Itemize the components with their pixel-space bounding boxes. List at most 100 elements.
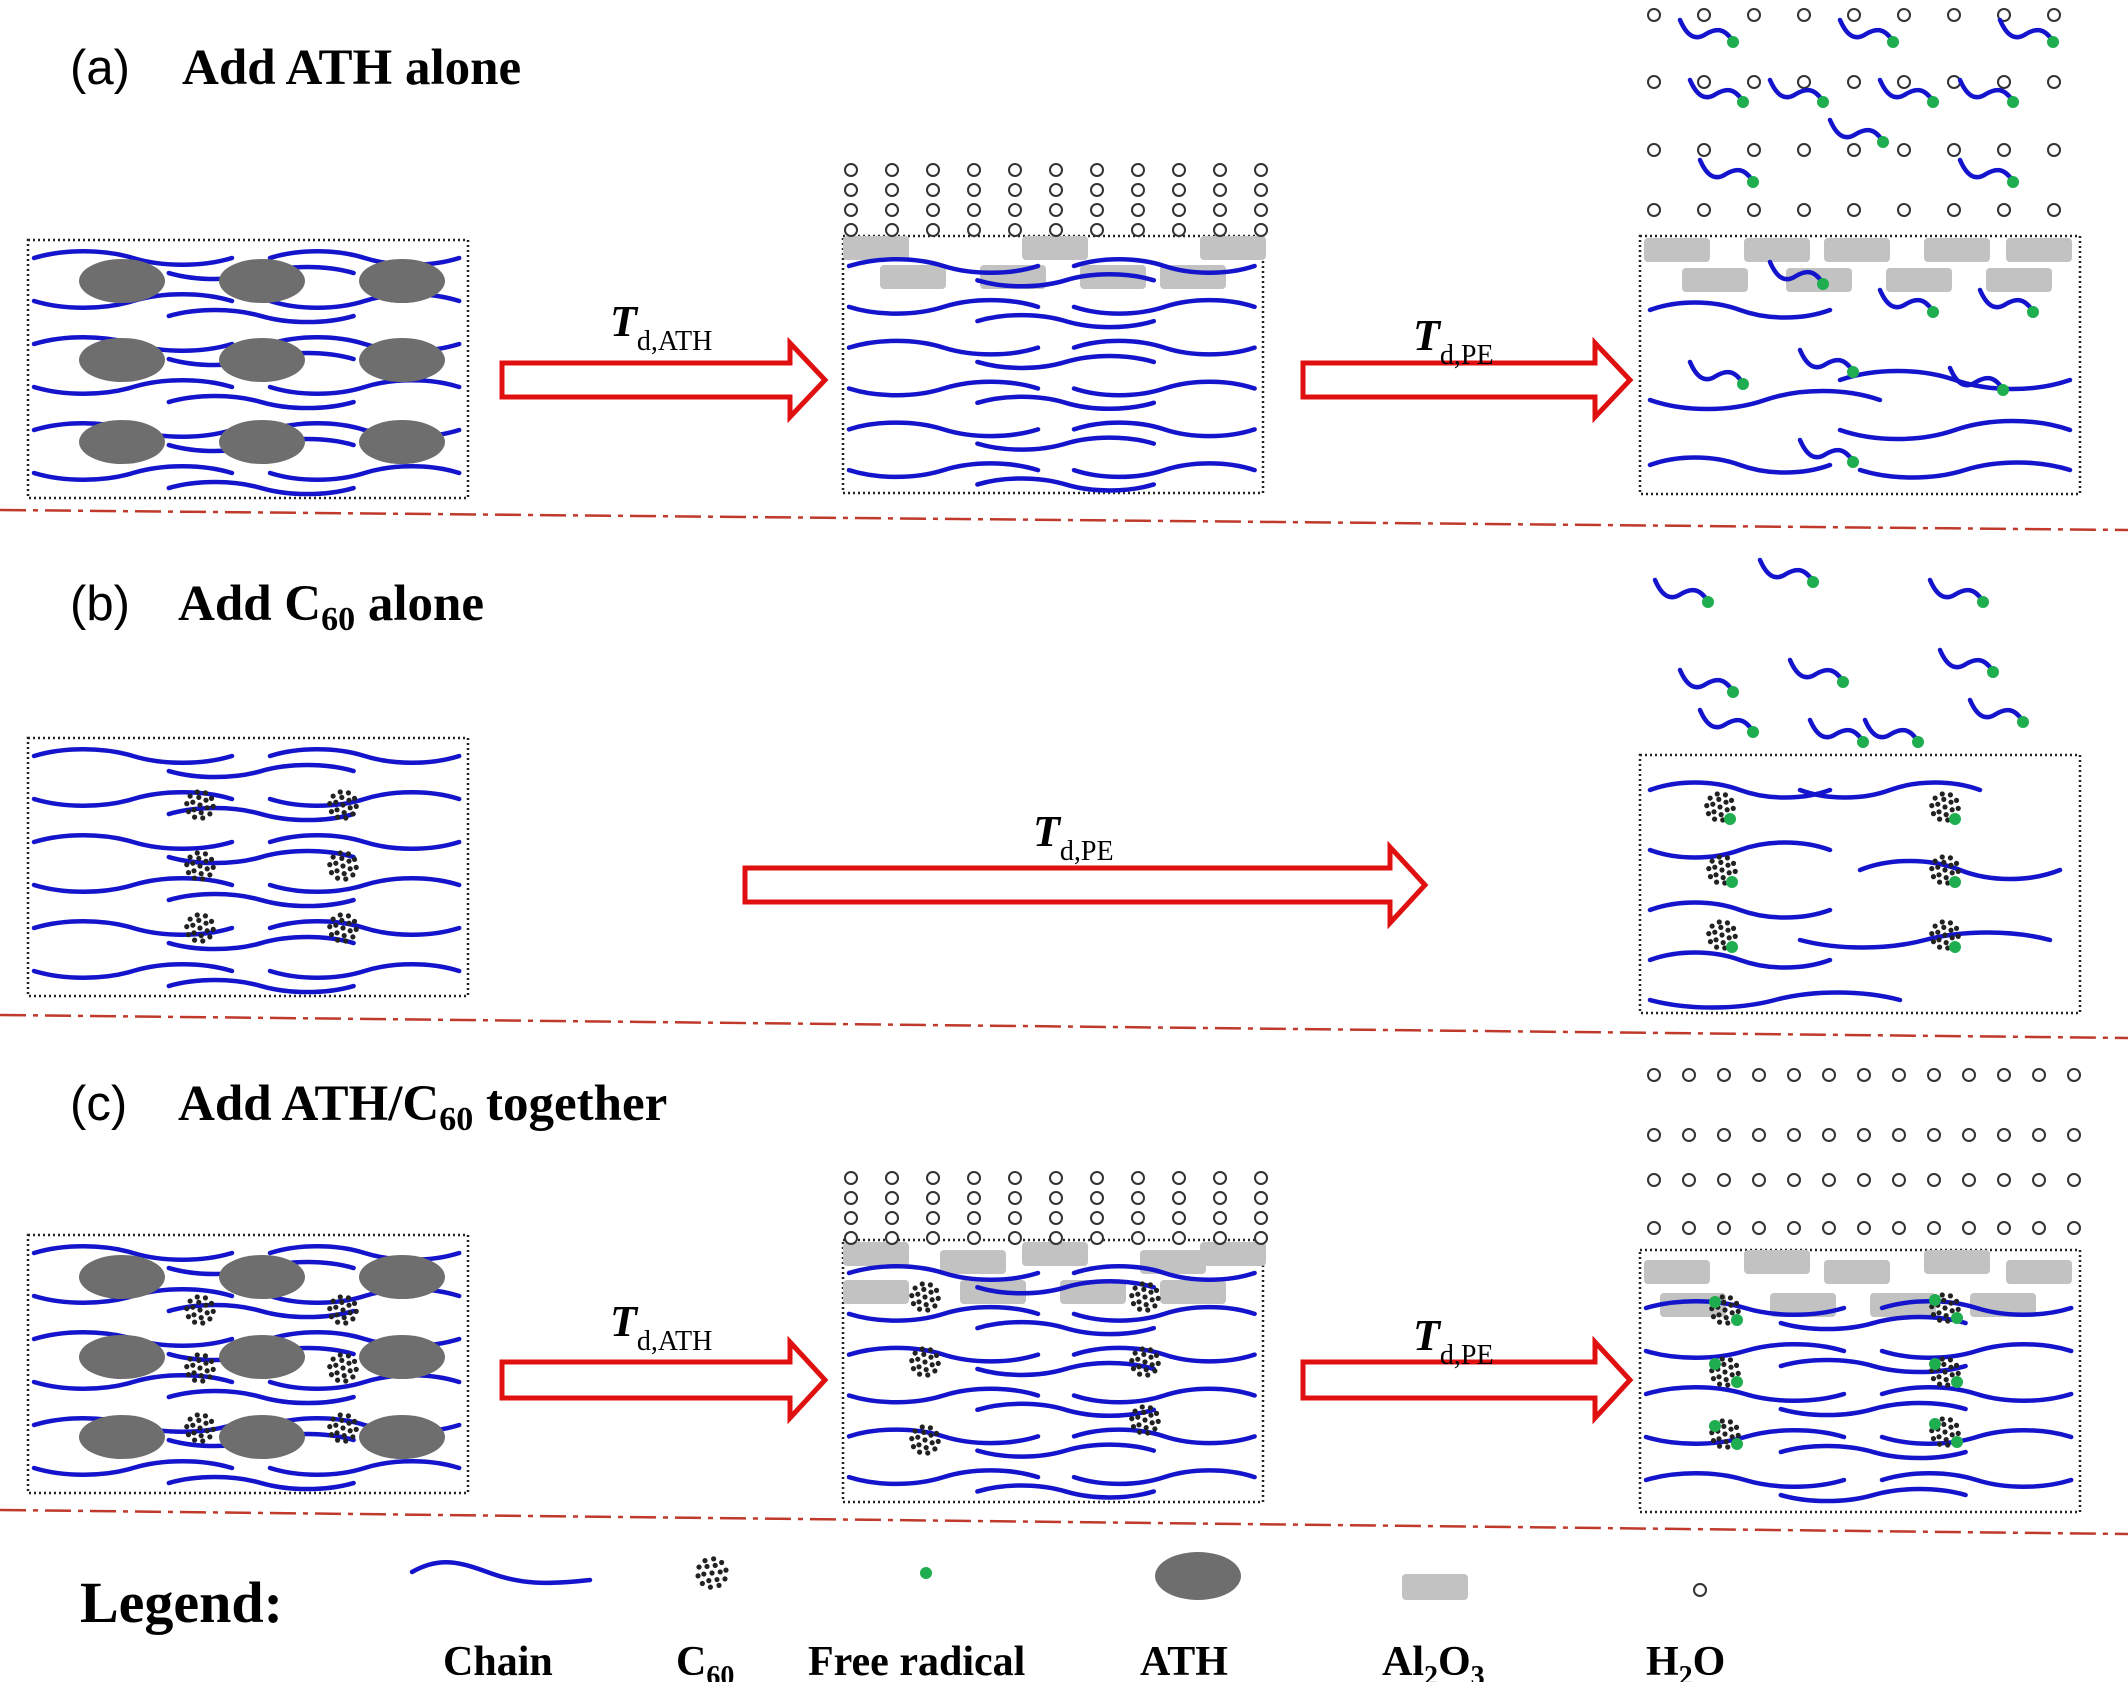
c60-molecule bbox=[327, 912, 359, 944]
chain bbox=[846, 1427, 1041, 1446]
c60-molecule bbox=[184, 912, 216, 944]
ath-particle bbox=[79, 1335, 165, 1379]
alumina-particle bbox=[1682, 268, 1748, 292]
free-radical bbox=[1997, 384, 2009, 396]
water-molecule bbox=[1927, 1221, 1941, 1235]
panel-a-label: (a) bbox=[70, 41, 130, 95]
chain bbox=[267, 790, 462, 808]
chain bbox=[1071, 1304, 1257, 1323]
water-molecule bbox=[926, 183, 940, 197]
chain bbox=[1071, 257, 1257, 275]
chain bbox=[1879, 1299, 2074, 1317]
ath-particle bbox=[359, 1255, 445, 1299]
legend-free-radical-label: Free radical bbox=[808, 1639, 1025, 1682]
chain bbox=[1997, 17, 2055, 43]
c60-molecule bbox=[1929, 854, 1961, 886]
chain bbox=[267, 919, 462, 937]
chain bbox=[846, 1345, 1041, 1364]
alumina-particle bbox=[1022, 236, 1088, 260]
c60-molecule bbox=[327, 1294, 359, 1326]
water-molecule bbox=[1213, 203, 1227, 217]
chain bbox=[31, 833, 235, 851]
legend-c60-label: C60 bbox=[676, 1639, 734, 1682]
chain bbox=[975, 353, 1157, 371]
free-radical bbox=[1847, 456, 1859, 468]
water-molecule bbox=[1797, 203, 1811, 217]
ath-particle bbox=[359, 1415, 445, 1459]
water-molecule bbox=[1822, 1068, 1836, 1082]
panel-b-released-radicals bbox=[1652, 557, 2029, 748]
separator-a-b bbox=[0, 508, 2128, 532]
panel-a-initial-state bbox=[26, 238, 470, 500]
water-molecule bbox=[1697, 8, 1711, 22]
water-molecule bbox=[1752, 1173, 1766, 1187]
water-molecule bbox=[926, 223, 940, 237]
alumina-particle bbox=[1140, 1250, 1206, 1274]
water-molecule bbox=[1008, 1231, 1022, 1245]
c60-molecule bbox=[909, 1281, 941, 1313]
water-molecule bbox=[2032, 1221, 2046, 1235]
chain bbox=[1647, 950, 1833, 970]
legend-ath-icon bbox=[1155, 1552, 1241, 1600]
free-radical bbox=[1709, 1420, 1721, 1432]
free-radical bbox=[1807, 576, 1819, 588]
water-molecule bbox=[967, 223, 981, 237]
chain bbox=[267, 962, 462, 980]
water-molecule bbox=[2067, 1221, 2081, 1235]
chain bbox=[1967, 697, 2025, 723]
water-molecule bbox=[1697, 143, 1711, 157]
water-molecule bbox=[1172, 163, 1186, 177]
c60-molecule bbox=[327, 789, 359, 821]
water-molecule bbox=[844, 1191, 858, 1205]
water-molecule bbox=[2047, 143, 2061, 157]
chain bbox=[267, 249, 462, 267]
water-molecule bbox=[1254, 1191, 1268, 1205]
water-molecule bbox=[1717, 1221, 1731, 1235]
alumina-particle bbox=[1022, 1242, 1088, 1266]
water-molecule bbox=[1647, 8, 1661, 22]
c60-molecule bbox=[909, 1424, 941, 1456]
chain bbox=[267, 1244, 462, 1262]
chain bbox=[975, 1319, 1157, 1337]
alumina-particle bbox=[1924, 238, 1990, 262]
water-molecule bbox=[1997, 1068, 2011, 1082]
water-molecule bbox=[1213, 223, 1227, 237]
chain bbox=[1643, 1428, 1847, 1446]
ath-particle bbox=[359, 420, 445, 464]
chain bbox=[267, 378, 462, 396]
chain bbox=[975, 476, 1157, 493]
water-molecule bbox=[1254, 1231, 1268, 1245]
arrow-c-1-label: Td,ATH bbox=[610, 1297, 712, 1357]
water-molecule bbox=[1947, 8, 1961, 22]
water-molecule bbox=[1997, 203, 2011, 217]
chain bbox=[1647, 900, 1833, 920]
water-molecule bbox=[844, 183, 858, 197]
arrow-b-1: Td,PE bbox=[742, 807, 1429, 930]
c60-molecule bbox=[184, 1294, 216, 1326]
panel-a-after-ath-decomposition bbox=[841, 234, 1266, 495]
water-molecule bbox=[1647, 203, 1661, 217]
panel-a-released-water-and-radicals bbox=[1647, 8, 2061, 217]
water-molecule bbox=[1962, 1221, 1976, 1235]
water-molecule bbox=[1008, 1211, 1022, 1225]
chain bbox=[1071, 461, 1257, 480]
water-molecule bbox=[1254, 1211, 1268, 1225]
chain bbox=[166, 934, 356, 952]
alumina-particle bbox=[1744, 1250, 1810, 1274]
c60-molecule bbox=[1129, 1346, 1161, 1378]
chain bbox=[1643, 1299, 1847, 1317]
ath-particle bbox=[79, 420, 165, 464]
panel-a-heading: (a) Add ATH alone bbox=[70, 40, 521, 96]
chain bbox=[846, 1264, 1041, 1282]
water-molecule bbox=[1682, 1128, 1696, 1142]
c60-molecule bbox=[695, 1556, 729, 1590]
panel-a-title: Add ATH alone bbox=[182, 40, 521, 96]
water-molecule bbox=[1847, 8, 1861, 22]
water-molecule bbox=[2032, 1128, 2046, 1142]
free-radical bbox=[1726, 941, 1738, 953]
chain bbox=[1947, 365, 2005, 391]
chain bbox=[1857, 460, 2073, 480]
ath-particle bbox=[219, 259, 305, 303]
chain bbox=[975, 312, 1157, 330]
water-molecule bbox=[885, 183, 899, 197]
